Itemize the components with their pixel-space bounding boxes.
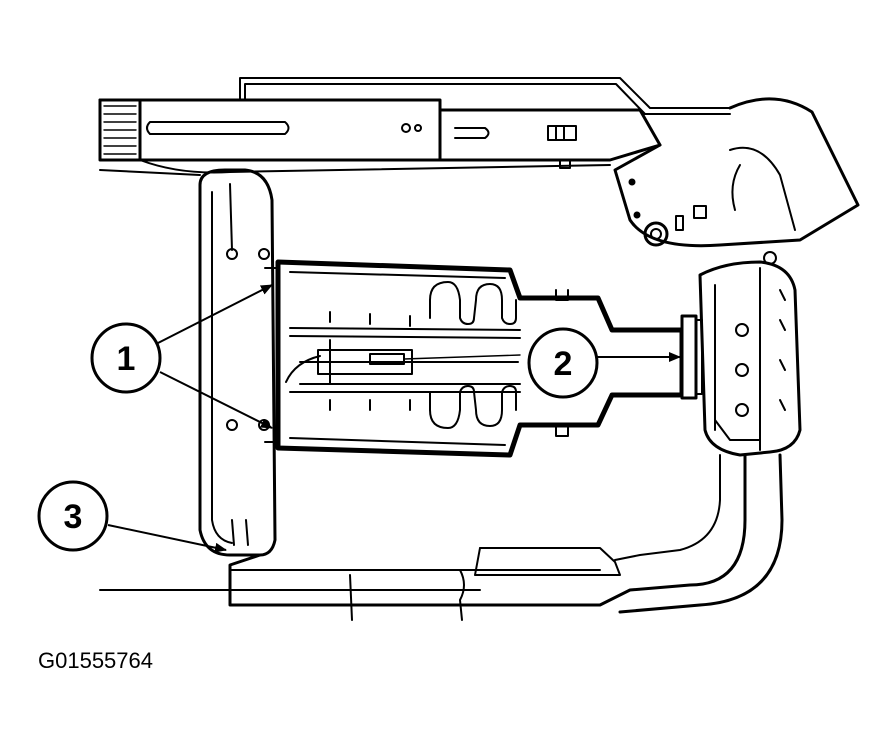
right-frame-bracket (698, 251, 802, 457)
floor-rail-lines (99, 169, 231, 591)
lower-frame (228, 453, 784, 621)
callout-3-label: 3 (64, 498, 83, 536)
left-frame-rail (198, 168, 277, 557)
callout-leaders (107, 284, 681, 553)
leader-3 (107, 524, 227, 553)
track-housing (264, 259, 703, 458)
callout-2: 2 (527, 327, 599, 399)
callout-2-label: 2 (554, 345, 573, 383)
leader-1-lower (159, 371, 273, 429)
callout-1: 1 (90, 322, 162, 394)
recliner-housing (613, 97, 860, 248)
callout-3: 3 (37, 480, 109, 552)
leader-1-upper (157, 284, 273, 344)
callout-1-label: 1 (117, 340, 136, 378)
figure-id: G01555764 (38, 648, 153, 673)
